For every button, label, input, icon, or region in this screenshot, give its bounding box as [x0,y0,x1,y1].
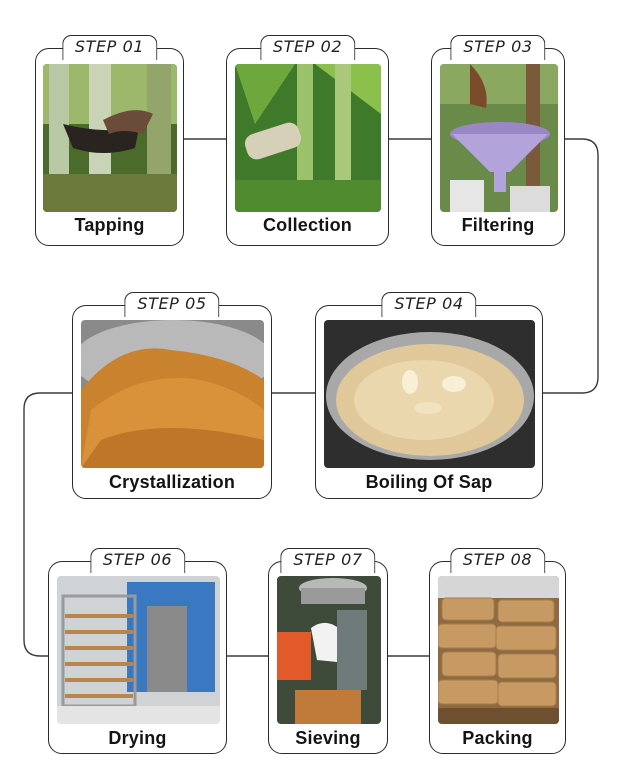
step-tag: STEP 07 [280,548,376,573]
step-name: Collection [262,215,352,235]
packing-photo [438,576,559,724]
step-tag: STEP 03 [450,35,546,60]
step-name: Packing [462,728,533,748]
step-name: Filtering [461,215,535,235]
connector-5-6 [23,392,72,657]
step-tag: STEP 01 [61,35,158,60]
step-card-6: STEP 06 Drying [48,548,227,754]
step-name: Crystallization [108,472,236,492]
sieving-photo [277,576,381,724]
step-tag: STEP 02 [259,35,356,60]
step-card-7: STEP 07 Sieving [268,548,388,754]
step-tag: STEP 04 [381,292,477,317]
step-card-2: STEP 02 Collection [226,35,389,246]
step-card-4: STEP 04 Boiling Of Sap [315,292,543,499]
tapping-photo [43,64,177,212]
crystallization-photo [81,320,264,468]
step-tag: STEP 05 [124,292,220,317]
step-card-5: STEP 05 Crystallization [72,292,272,499]
step-card-1: STEP 01 Tapping [35,35,184,246]
step-tag: STEP 06 [89,548,186,573]
filtering-photo [440,64,558,212]
drying-photo [57,576,220,724]
boiling-photo [324,320,535,468]
step-name: Sieving [295,728,361,748]
step-tag: STEP 08 [449,548,546,573]
connector-3-4 [543,138,599,394]
step-name: Drying [108,728,167,748]
step-card-3: STEP 03 Filtering [431,35,565,246]
collection-photo [235,64,381,212]
step-name: Boiling Of Sap [365,472,493,492]
step-name: Tapping [74,215,145,235]
step-card-8: STEP 08 Packing [429,548,566,754]
